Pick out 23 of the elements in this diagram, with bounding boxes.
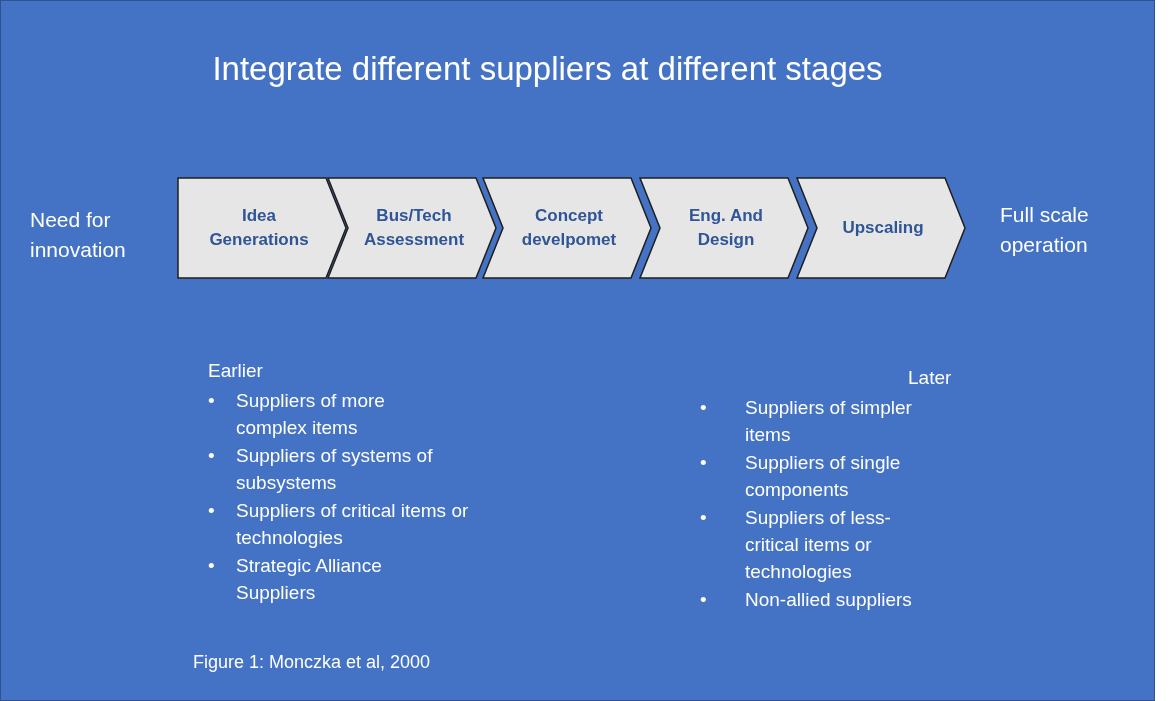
bullet: • bbox=[208, 389, 215, 413]
bullet: • bbox=[700, 506, 707, 530]
bullet-item: Strategic Alliance Suppliers bbox=[236, 554, 383, 605]
bullet: • bbox=[700, 396, 707, 420]
bullet: • bbox=[700, 451, 707, 475]
bullet-item: Suppliers of simpler items bbox=[745, 396, 913, 447]
bullet: • bbox=[208, 444, 215, 468]
bullet-item: Suppliers of critical items or technologies bbox=[236, 499, 470, 550]
bullet-item: Non-allied suppliers bbox=[745, 588, 913, 612]
side-label: Need for innovation bbox=[30, 207, 127, 263]
bullet-item: Suppliers of single components bbox=[745, 451, 902, 502]
list-heading: Earlier bbox=[208, 360, 263, 382]
chevron-step: Idea Generations bbox=[178, 178, 346, 278]
bullet: • bbox=[208, 554, 215, 578]
bullet-item: Suppliers of less-critical items or technologies bbox=[745, 506, 892, 584]
bullet: • bbox=[700, 588, 707, 612]
bullet: • bbox=[208, 499, 215, 523]
bullet-item: Suppliers of more complex items bbox=[236, 389, 386, 440]
title: Integrate different suppliers at different stages bbox=[211, 50, 884, 88]
bullet-item: Suppliers of systems of subsystems bbox=[236, 444, 434, 495]
side-label: Full scale operation bbox=[1000, 202, 1090, 258]
caption: Figure 1: Monczka et al, 2000 bbox=[193, 652, 431, 673]
list-heading: Later bbox=[908, 367, 952, 389]
